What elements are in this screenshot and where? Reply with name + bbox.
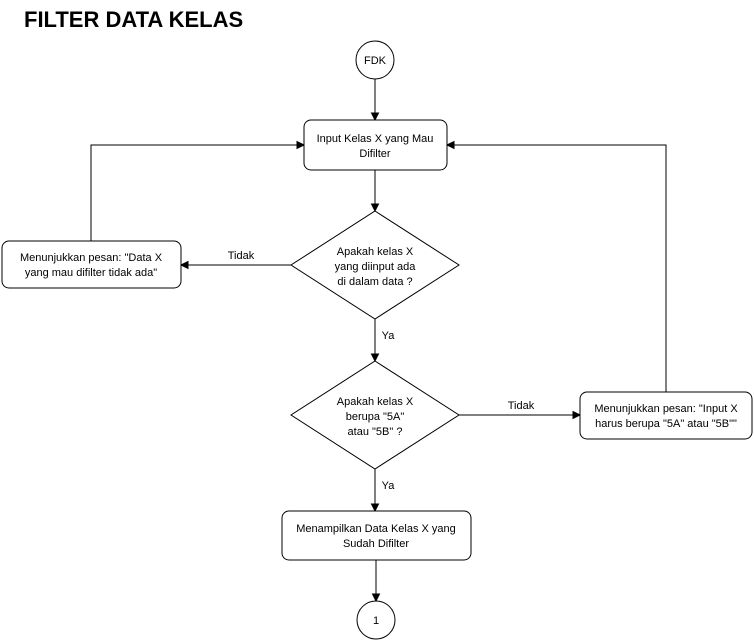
node-connector-label: 1 [373, 615, 379, 627]
edge-label-no: Tidak [508, 400, 535, 412]
node-input: Input Kelas X yang Mau Difilter [303, 119, 448, 171]
node-check-exists-line: yang diinput ada [335, 261, 417, 273]
node-msg-not-found-line: yang mau difilter tidak ada" [25, 267, 157, 279]
node-msg-format-line: harus berupa "5A" atau "5B"" [595, 418, 737, 430]
node-check-exists-line: di dalam data ? [337, 276, 412, 288]
node-msg-not-found: Menunjukkan pesan: "Data X yang mau difi… [1, 240, 182, 289]
edge-msg-format-loop [454, 144, 667, 392]
node-check-format-line: berupa "5A" [346, 411, 405, 423]
node-connector: 1 [356, 600, 396, 640]
node-check-format-line: atau "5B" ? [348, 426, 403, 438]
arrowhead [371, 593, 381, 603]
node-msg-format-line: Menunjukkan pesan: "Input X [594, 403, 738, 415]
node-start: FDK [355, 40, 395, 80]
node-start-label: FDK [364, 55, 387, 67]
node-check-exists-line: Apakah kelas X [337, 246, 414, 258]
arrowhead [370, 203, 380, 213]
edge-label-no: Tidak [228, 250, 255, 262]
node-show: Menampilkan Data Kelas X yang Sudah Difi… [281, 510, 472, 561]
node-check-format: Apakah kelas X berupa "5A" atau "5B" ? [290, 360, 460, 470]
arrowhead [296, 140, 306, 150]
node-msg-format: Menunjukkan pesan: "Input X harus berupa… [579, 391, 753, 440]
node-check-format-line: Apakah kelas X [337, 396, 414, 408]
edge-msg-not-found-loop [90, 144, 297, 241]
edge-label-yes: Ya [382, 480, 396, 492]
node-show-line: Menampilkan Data Kelas X yang [296, 523, 456, 535]
edge-label-yes: Ya [382, 330, 396, 342]
page-title: FILTER DATA KELAS [24, 7, 244, 32]
arrowhead [370, 503, 380, 513]
node-msg-not-found-line: Menunjukkan pesan: "Data X [20, 252, 163, 264]
arrowhead [445, 140, 455, 150]
edges [90, 79, 667, 603]
arrowhead [572, 410, 582, 420]
node-input-line: Input Kelas X yang Mau [317, 133, 434, 145]
arrowhead [179, 260, 189, 270]
node-input-line: Difilter [359, 148, 391, 160]
arrowhead [370, 353, 380, 363]
node-show-line: Sudah Difilter [343, 538, 409, 550]
node-check-exists: Apakah kelas X yang diinput ada di dalam… [290, 210, 460, 320]
arrowhead [370, 112, 380, 122]
